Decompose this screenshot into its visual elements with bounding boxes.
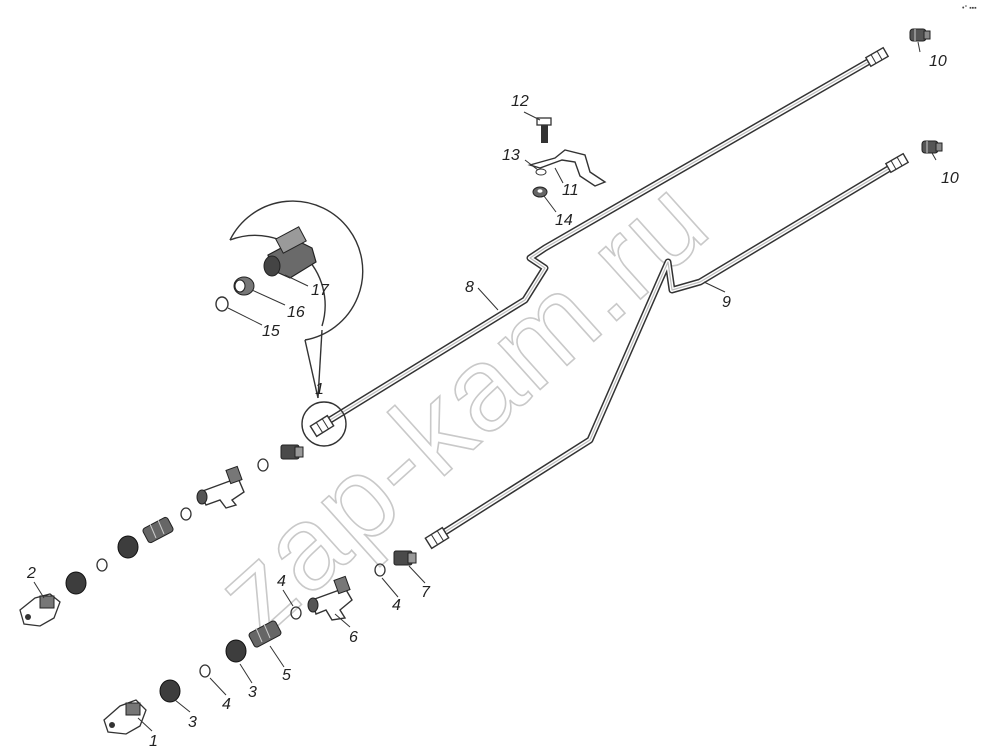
tube-9-end-nut-left [424, 526, 450, 550]
valve-2 [19, 593, 61, 627]
fitting-17 [263, 226, 317, 279]
union-7 [393, 550, 417, 566]
callout-6: 6 [349, 629, 358, 646]
valve-1 [103, 699, 147, 735]
tube-8-end-nut [864, 46, 890, 68]
watermark-text: zap-kam.ru [191, 153, 733, 659]
callout-14: 14 [555, 212, 573, 229]
callout-4-lower: 4 [222, 696, 231, 713]
o-ring-4-mid [290, 606, 302, 620]
nut-3-mid [225, 639, 247, 663]
detail-circle-small [301, 401, 347, 447]
callout-10-upper: 10 [929, 53, 947, 70]
callout-3-lower: 3 [188, 714, 197, 731]
tube-9-end-nut-right [884, 152, 910, 174]
nut-3-upper [65, 571, 87, 595]
callout-1-detail: 1 [315, 381, 324, 398]
callout-17: 17 [311, 282, 330, 299]
ferrule-16 [233, 276, 255, 296]
callout-13: 13 [502, 147, 520, 164]
leader-lines [33, 41, 937, 732]
nut-upper [117, 535, 139, 559]
threaded-adapter-5 [248, 620, 282, 648]
callout-1: 1 [149, 733, 158, 750]
union-7-upper [280, 444, 304, 460]
callout-8: 8 [465, 279, 474, 296]
callout-11: 11 [562, 182, 579, 199]
callout-12: 12 [511, 93, 529, 110]
fitting-10-lower [921, 140, 943, 154]
callout-4-upper: 4 [277, 573, 286, 590]
callout-16: 16 [287, 304, 305, 321]
o-ring-4-lower [199, 664, 211, 678]
o-ring-upper-1 [257, 458, 269, 472]
o-ring-upper-3 [96, 558, 108, 572]
callout-9: 9 [722, 294, 731, 311]
tee-fitting-6 [307, 575, 353, 621]
clamp-11 [527, 149, 607, 187]
nut-3-lower [159, 679, 181, 703]
corner-mark: •° ▪▪▪ [962, 4, 977, 12]
callout-15: 15 [262, 323, 280, 340]
callout-3-mid: 3 [248, 684, 257, 701]
callout-7: 7 [421, 584, 431, 601]
tube-8 [326, 58, 872, 424]
bolt-12 [536, 117, 552, 143]
callout-4-right: 4 [392, 597, 401, 614]
ring-15 [215, 296, 229, 312]
o-ring-upper-2 [180, 507, 192, 521]
o-ring-4-right [374, 563, 386, 577]
tee-fitting-upper [196, 465, 245, 509]
callout-2: 2 [26, 565, 36, 582]
callout-5: 5 [282, 667, 291, 684]
threaded-adapter-upper [142, 516, 174, 544]
nut-14 [532, 186, 548, 198]
tube-9 [436, 164, 894, 539]
tube-8-left-nut [309, 414, 335, 438]
fitting-10-upper [909, 28, 931, 42]
callout-10-lower: 10 [941, 170, 959, 187]
washer-13 [535, 168, 547, 176]
